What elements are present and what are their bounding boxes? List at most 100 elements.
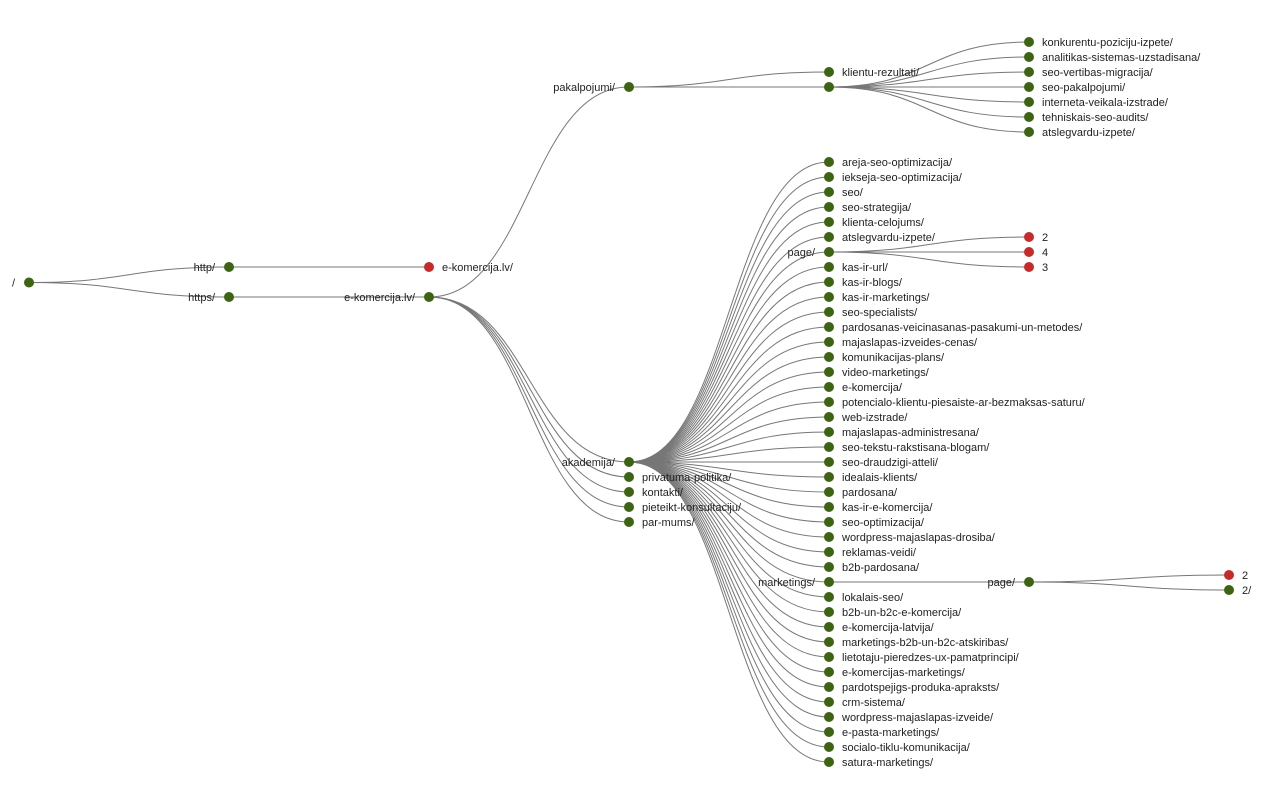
tree-node[interactable]: atslegvardu-izpete/ — [824, 232, 936, 244]
tree-node[interactable]: b2b-un-b2c-e-komercija/ — [824, 607, 962, 619]
node-dot-green[interactable] — [824, 172, 834, 182]
node-dot-green[interactable] — [1024, 577, 1034, 587]
node-dot-green[interactable] — [824, 412, 834, 422]
node-dot-green[interactable] — [824, 517, 834, 527]
node-dot-green[interactable] — [824, 247, 834, 257]
tree-node[interactable]: lokalais-seo/ — [824, 592, 904, 604]
tree-node[interactable]: satura-marketings/ — [824, 757, 934, 769]
tree-node[interactable]: crm-sistema/ — [824, 697, 906, 709]
tree-node[interactable]: web-izstrade/ — [824, 412, 908, 424]
node-dot-green[interactable] — [824, 577, 834, 587]
node-dot-green[interactable] — [824, 682, 834, 692]
tree-node[interactable]: e-komercijas-marketings/ — [824, 667, 966, 679]
tree-node[interactable]: majaslapas-izveides-cenas/ — [824, 337, 978, 349]
node-dot-green[interactable] — [824, 292, 834, 302]
node-dot-green[interactable] — [824, 187, 834, 197]
tree-node[interactable]: e-komercija-latvija/ — [824, 622, 935, 634]
node-dot-green[interactable] — [824, 397, 834, 407]
node-dot-red[interactable] — [1024, 247, 1034, 257]
tree-node[interactable]: seo/ — [824, 187, 864, 199]
node-dot-green[interactable] — [24, 277, 34, 288]
node-dot-green[interactable] — [824, 427, 834, 437]
node-dot-green[interactable] — [1024, 82, 1034, 92]
tree-node[interactable]: seo-pakalpojumi/ — [1024, 82, 1126, 94]
tree-node[interactable]: akademija/ — [562, 457, 634, 469]
tree-node[interactable]: seo-optimizacija/ — [824, 517, 925, 529]
tree-node[interactable]: klientu-rezultati/ — [824, 67, 920, 79]
tree-node[interactable]: par-mums/ — [624, 517, 696, 529]
tree-node[interactable]: e-pasta-marketings/ — [824, 727, 940, 739]
tree-node[interactable]: potencialo-klientu-piesaiste-ar-bezmaksa… — [824, 397, 1086, 409]
node-dot-green[interactable] — [824, 457, 834, 467]
tree-node[interactable]: b2b-pardosana/ — [824, 562, 920, 574]
node-dot-green[interactable] — [624, 487, 634, 497]
tree-node[interactable]: komunikacijas-plans/ — [824, 352, 945, 364]
node-dot-green[interactable] — [824, 262, 834, 272]
tree-node[interactable]: reklamas-veidi/ — [824, 547, 917, 559]
tree-node[interactable]: video-marketings/ — [824, 367, 930, 379]
node-dot-green[interactable] — [824, 727, 834, 737]
node-dot-green[interactable] — [824, 487, 834, 497]
node-dot-green[interactable] — [424, 292, 434, 302]
tree-node[interactable]: tehniskais-seo-audits/ — [1024, 112, 1149, 124]
node-dot-green[interactable] — [824, 217, 834, 227]
tree-node[interactable]: page/ — [987, 577, 1034, 589]
node-dot-green[interactable] — [824, 157, 834, 167]
tree-node[interactable]: e-komercija.lv/ — [424, 262, 514, 274]
node-dot-green[interactable] — [824, 742, 834, 752]
node-dot-green[interactable] — [824, 637, 834, 647]
node-dot-green[interactable] — [1024, 112, 1034, 122]
tree-node[interactable]: seo-specialists/ — [824, 307, 918, 319]
tree-node[interactable]: kas-ir-blogs/ — [824, 277, 903, 289]
node-dot-green[interactable] — [824, 307, 834, 317]
tree-node[interactable] — [824, 82, 834, 92]
tree-node[interactable]: wordpress-majaslapas-drosiba/ — [824, 532, 996, 544]
node-dot-green[interactable] — [1224, 585, 1234, 595]
tree-node[interactable]: konkurentu-poziciju-izpete/ — [1024, 37, 1174, 49]
node-dot-green[interactable] — [824, 532, 834, 542]
node-dot-green[interactable] — [1024, 37, 1034, 47]
node-dot-green[interactable] — [824, 592, 834, 602]
node-dot-green[interactable] — [824, 652, 834, 662]
tree-node[interactable]: / — [12, 277, 34, 290]
node-dot-green[interactable] — [1024, 127, 1034, 137]
tree-node[interactable]: e-komercija/ — [824, 382, 903, 394]
tree-node[interactable]: 3 — [1024, 262, 1048, 274]
node-dot-green[interactable] — [624, 82, 634, 92]
node-dot-red[interactable] — [424, 262, 434, 272]
node-dot-green[interactable] — [824, 757, 834, 767]
tree-node[interactable]: marketings-b2b-un-b2c-atskiribas/ — [824, 637, 1009, 649]
node-dot-green[interactable] — [1024, 97, 1034, 107]
tree-node[interactable]: 2 — [1024, 232, 1048, 244]
node-dot-green[interactable] — [624, 457, 634, 467]
tree-node[interactable]: pardosanas-veicinasanas-pasakumi-un-meto… — [824, 322, 1083, 334]
tree-node[interactable]: http/ — [194, 262, 234, 274]
node-dot-green[interactable] — [824, 367, 834, 377]
tree-node[interactable]: kas-ir-marketings/ — [824, 292, 930, 304]
node-dot-green[interactable] — [224, 262, 234, 272]
tree-node[interactable]: pardotspejigs-produka-apraksts/ — [824, 682, 1000, 694]
tree-node[interactable]: socialo-tiklu-komunikacija/ — [824, 742, 971, 754]
node-dot-green[interactable] — [224, 292, 234, 302]
tree-node[interactable]: areja-seo-optimizacija/ — [824, 157, 953, 169]
node-dot-green[interactable] — [824, 352, 834, 362]
tree-node[interactable]: page/ — [787, 247, 834, 259]
node-dot-green[interactable] — [624, 472, 634, 482]
node-dot-green[interactable] — [824, 442, 834, 452]
node-dot-green[interactable] — [824, 697, 834, 707]
node-dot-green[interactable] — [1024, 67, 1034, 77]
tree-node[interactable]: klienta-celojums/ — [824, 217, 925, 229]
tree-node[interactable]: kas-ir-e-komercija/ — [824, 502, 933, 514]
node-dot-green[interactable] — [824, 472, 834, 482]
tree-node[interactable]: wordpress-majaslapas-izveide/ — [824, 712, 994, 724]
tree-node[interactable]: pardosana/ — [824, 487, 898, 499]
node-dot-green[interactable] — [824, 202, 834, 212]
node-dot-green[interactable] — [824, 667, 834, 677]
node-dot-green[interactable] — [824, 322, 834, 332]
tree-node[interactable]: pieteikt-konsultaciju/ — [624, 502, 742, 514]
node-dot-green[interactable] — [824, 562, 834, 572]
node-dot-green[interactable] — [824, 622, 834, 632]
tree-node[interactable]: 2/ — [1224, 585, 1252, 597]
node-dot-green[interactable] — [824, 337, 834, 347]
tree-node[interactable]: 2 — [1224, 570, 1248, 582]
